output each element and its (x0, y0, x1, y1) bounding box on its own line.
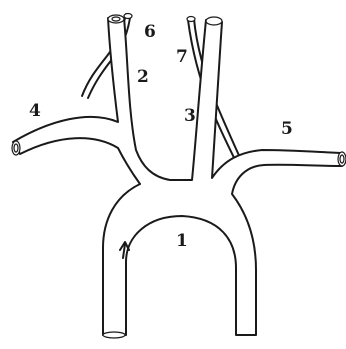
lumen-aorta-left (103, 332, 125, 338)
lumen-4-inner (14, 144, 18, 152)
label-4: 4 (29, 101, 41, 121)
label-5: 5 (281, 119, 293, 139)
label-7: 7 (176, 47, 188, 67)
label-2: 2 (137, 67, 149, 87)
lumen-6 (124, 14, 132, 19)
label-6: 6 (144, 22, 156, 42)
label-1: 1 (176, 231, 188, 251)
lumen-2-inner (112, 17, 120, 21)
lumen-5-inner (340, 155, 344, 163)
label-3: 3 (184, 106, 196, 126)
lumen-7 (187, 17, 195, 22)
lumen-3 (206, 17, 222, 25)
